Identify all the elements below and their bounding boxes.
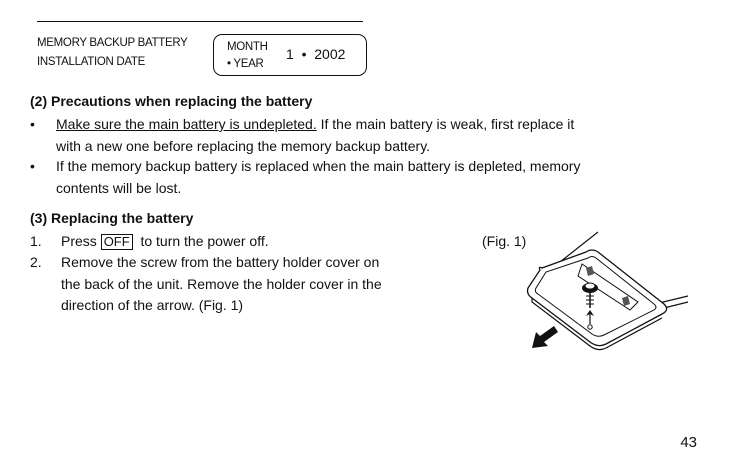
section2-heading: (2) Precautions when replacing the batte…	[30, 93, 313, 109]
bullet-2-line2: contents will be lost.	[56, 180, 182, 196]
figure-label: (Fig. 1)	[482, 233, 527, 249]
month-year-label: MONTH • YEAR	[227, 39, 268, 73]
page-number: 43	[680, 434, 697, 451]
off-key-label: OFF	[100, 234, 133, 250]
bullet-2-line1: If the memory backup battery is replaced…	[56, 158, 581, 174]
step-1-text: Press OFF to turn the power off.	[61, 233, 269, 250]
step-1-pre: Press	[61, 233, 101, 249]
month-label: MONTH	[227, 41, 268, 53]
slide-direction-arrow-icon	[532, 326, 558, 348]
section3-heading: (3) Replacing the battery	[30, 210, 194, 226]
install-label-line2: INSTALLATION DATE	[37, 56, 146, 68]
bullet-1-rest: If the main battery is weak, first repla…	[316, 116, 575, 132]
step-1-number: 1.	[30, 233, 42, 249]
install-date-value: 1 • 2002	[286, 46, 346, 62]
step-1-post: to turn the power off.	[132, 233, 269, 249]
top-rule	[37, 21, 363, 22]
install-date-label: MEMORY BACKUP BATTERY INSTALLATION DATE	[37, 34, 188, 72]
battery-cover-illustration-icon	[526, 231, 689, 351]
bullet-1-line1: Make sure the main battery is undepleted…	[56, 116, 574, 132]
step-2-line1: Remove the screw from the battery holder…	[61, 254, 380, 270]
bullet-1-marker: •	[30, 116, 35, 132]
bullet-2-marker: •	[30, 158, 35, 174]
step-2-number: 2.	[30, 254, 42, 270]
bullet-1-line2: with a new one before replacing the memo…	[56, 138, 431, 154]
install-date-box: MONTH • YEAR 1 • 2002	[213, 34, 367, 76]
install-label-line1: MEMORY BACKUP BATTERY	[37, 37, 188, 49]
bullet-1-underlined: Make sure the main battery is undepleted…	[56, 116, 317, 132]
step-2-line2: the back of the unit. Remove the holder …	[61, 276, 382, 292]
step-2-line3: direction of the arrow. (Fig. 1)	[61, 297, 244, 313]
year-label: • YEAR	[227, 58, 264, 70]
